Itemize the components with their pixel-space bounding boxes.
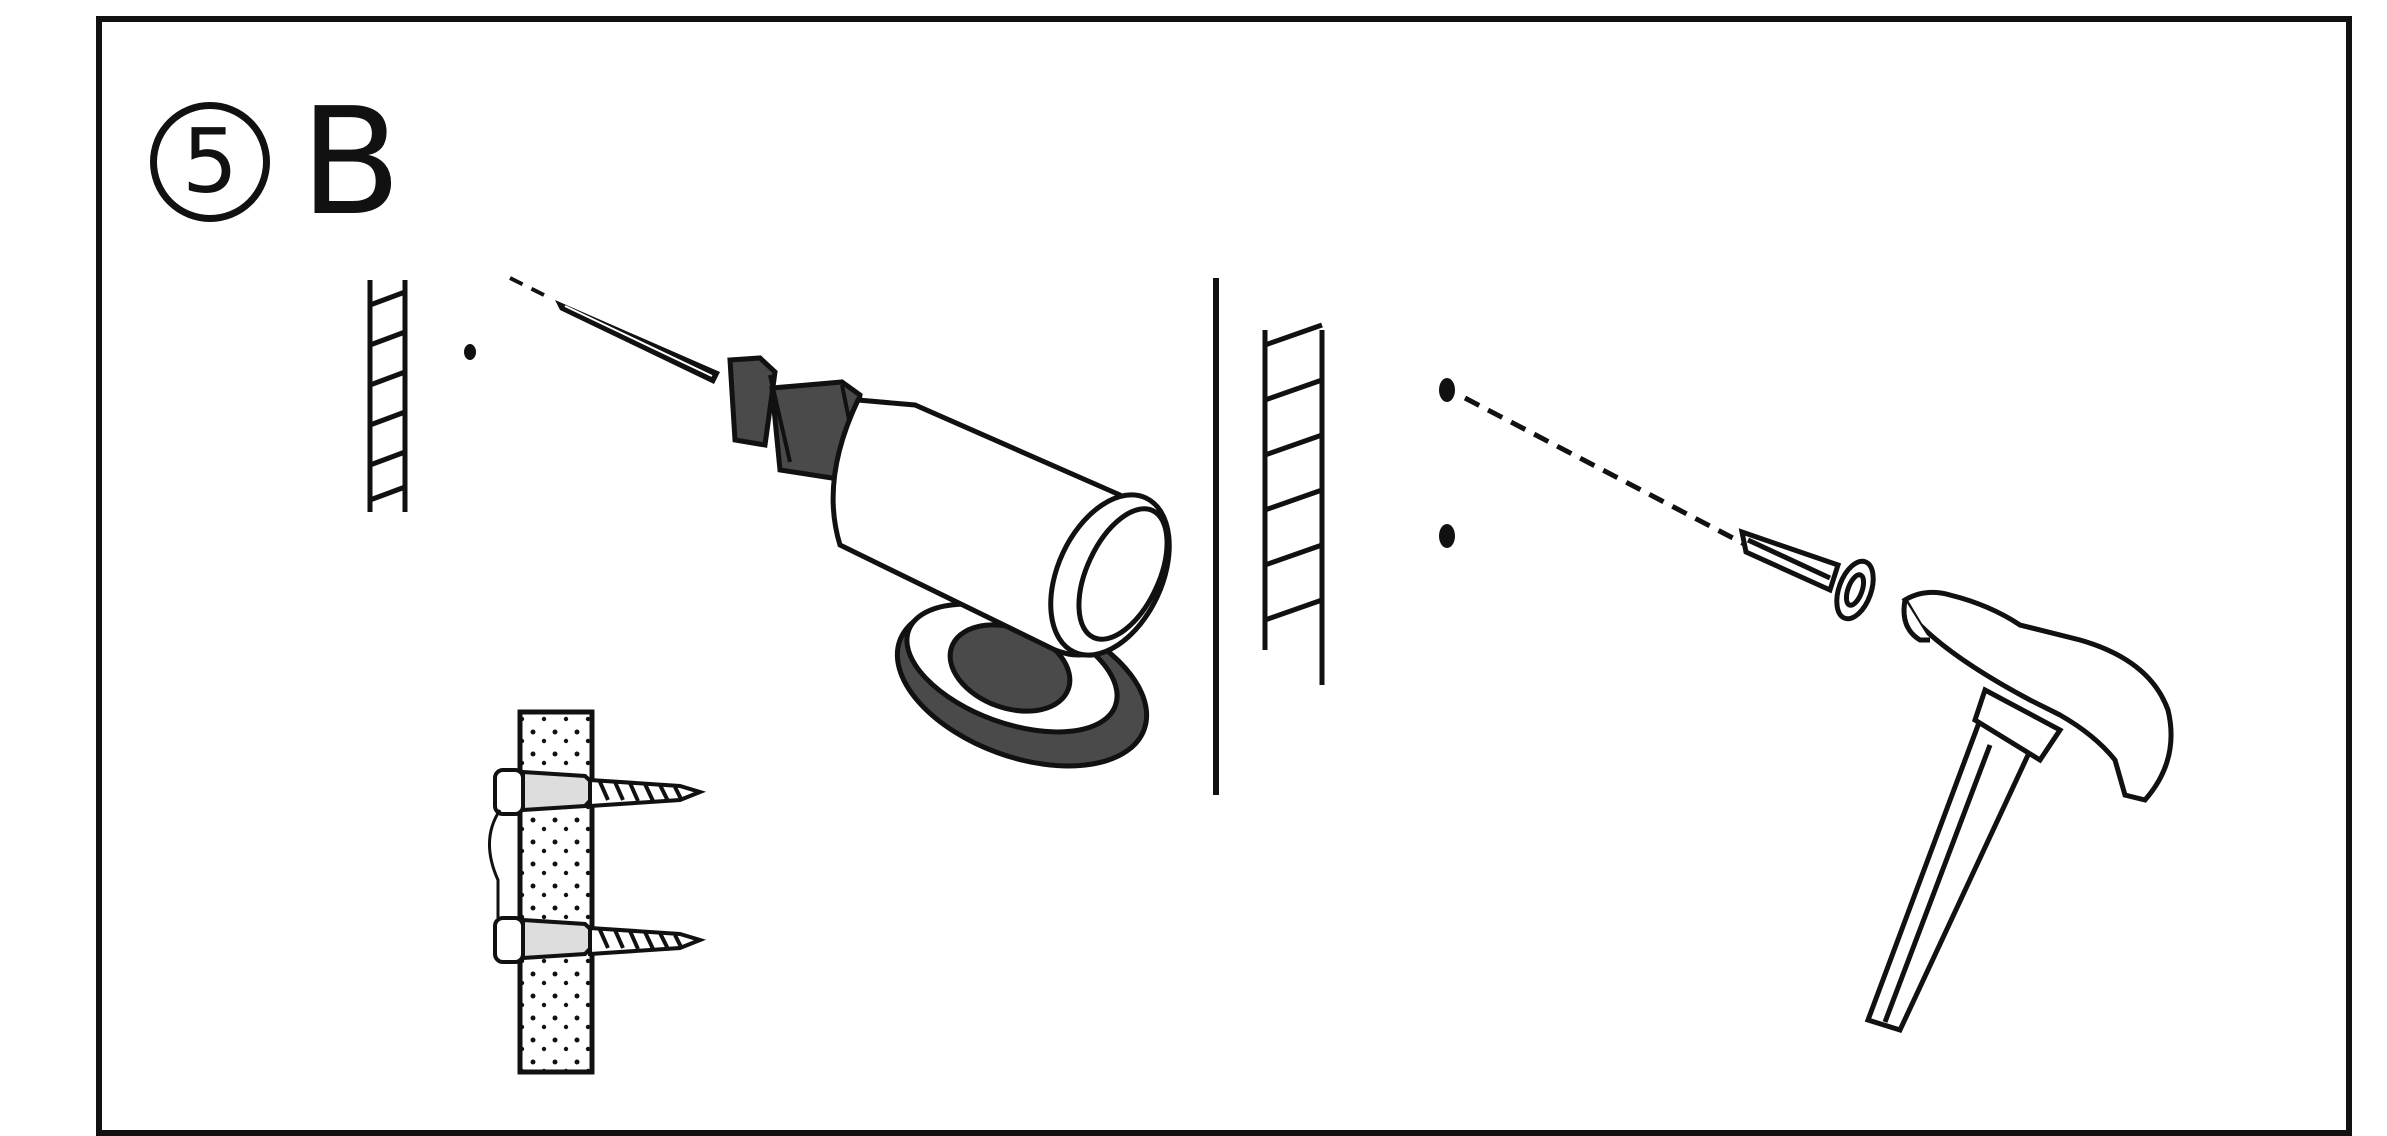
wall-edge-icon	[1262, 322, 1325, 685]
drill-hole-mark	[1439, 524, 1455, 548]
step-number: 5	[182, 110, 238, 213]
drill-icon	[727, 355, 1172, 769]
anchored-screw-icon	[493, 768, 707, 816]
anchored-screw-icon	[493, 916, 707, 964]
assembly-illustration	[367, 276, 2174, 1075]
instruction-frame	[96, 16, 2352, 1136]
drill-bit-icon	[555, 300, 720, 384]
drill-hole-mark	[1439, 378, 1455, 402]
step-letter: B	[300, 76, 402, 248]
drill-guide-line	[509, 276, 551, 300]
step-number-circle: 5	[150, 102, 270, 222]
wall-cross-section-icon	[517, 709, 595, 1075]
drill-hole-mark	[464, 344, 476, 360]
hammer-icon	[1864, 589, 2174, 1034]
anchor-guide-line	[1463, 395, 1754, 551]
screw-link-line	[488, 809, 502, 918]
wall-anchor-icon	[1738, 528, 1876, 622]
wall-edge-icon	[367, 280, 408, 512]
step-label: 5 B	[150, 88, 402, 236]
